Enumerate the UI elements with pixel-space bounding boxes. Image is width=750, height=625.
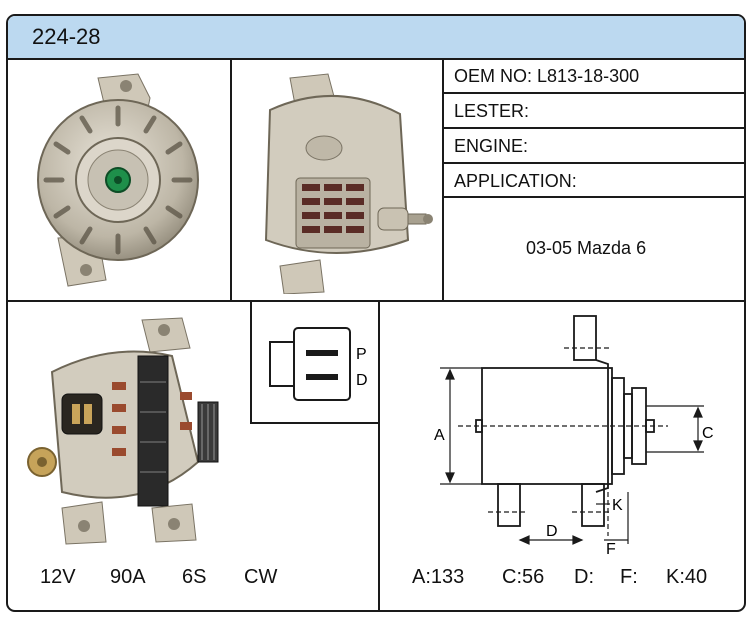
oem-label: OEM NO: (454, 66, 533, 86)
bottom-mount-left (497, 483, 521, 527)
spec-amperage: 90A (110, 566, 146, 588)
info-line-1 (442, 92, 744, 94)
spec-sheet: 224-28 OEM NO: L813-18-300 LESTER: ENGIN… (6, 14, 746, 612)
col-divider-2 (442, 58, 444, 300)
connector-box-left (250, 300, 252, 424)
header-bar: 224-28 (8, 16, 744, 60)
dim-f-value: F: (620, 566, 638, 588)
oem-row: OEM NO: L813-18-300 (454, 66, 639, 87)
info-line-4 (442, 196, 744, 198)
dim-c-label: C (702, 425, 714, 442)
alternator-front-image (37, 73, 199, 287)
dim-a-value: A:133 (412, 566, 465, 588)
lester-label: LESTER: (454, 101, 530, 121)
spec-pulley: 6S (182, 566, 207, 588)
alternator-side-image (27, 317, 219, 545)
connector-housing (293, 327, 351, 401)
row-divider (8, 300, 744, 302)
spec-voltage: 12V (40, 566, 76, 588)
pin-d-terminal (306, 374, 338, 380)
dim-d-value: D: (574, 566, 594, 588)
top-mount-ear (573, 315, 597, 361)
alternator-rear-image (264, 73, 433, 294)
dim-c-value: C:56 (502, 566, 545, 588)
dim-d-label: D (546, 523, 558, 540)
lester-row: LESTER: (454, 101, 529, 122)
col-divider-1 (230, 58, 232, 300)
pin-p-label: P (356, 346, 367, 363)
connector-box-bottom (250, 422, 380, 424)
dimension-drawing: A C D F K (434, 315, 714, 556)
connector-diagram: P D (269, 327, 368, 401)
dim-k-label: K (612, 497, 623, 514)
engine-row: ENGINE: (454, 136, 528, 157)
dim-f-label: F (606, 541, 616, 556)
pin-p-terminal (306, 350, 338, 356)
col-divider-3 (378, 300, 380, 610)
spec-rotation: CW (244, 566, 278, 588)
dim-a-label: A (434, 427, 445, 444)
info-line-3 (442, 162, 744, 164)
bottom-mount-right (581, 483, 605, 527)
dim-k-value: K:40 (666, 566, 708, 588)
flange-outline (595, 359, 609, 493)
info-line-2 (442, 127, 744, 129)
application-value: 03-05 Mazda 6 (526, 238, 647, 258)
engine-label: ENGINE: (454, 136, 529, 156)
connector-latch (269, 341, 295, 387)
application-label: APPLICATION: (454, 171, 577, 191)
part-number: 224-28 (32, 24, 101, 49)
pin-d-label: D (356, 372, 368, 389)
oem-value: L813-18-300 (537, 66, 640, 86)
